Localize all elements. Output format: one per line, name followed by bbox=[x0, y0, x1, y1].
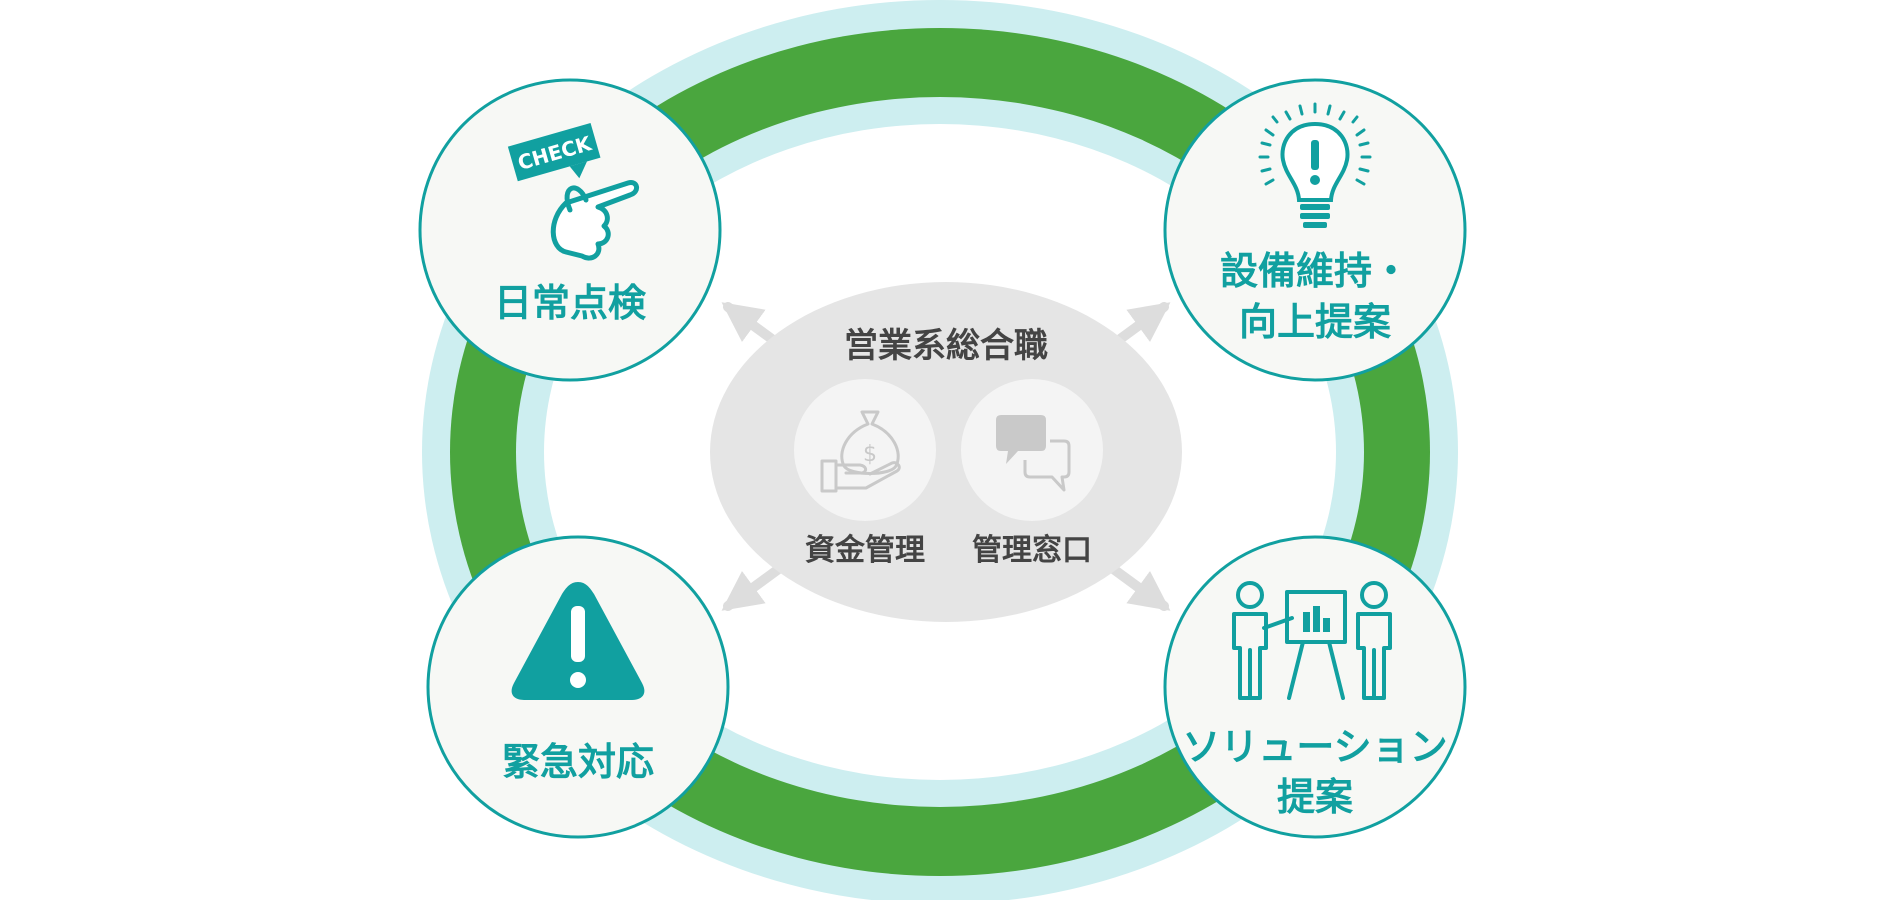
arrow-to-emergency-response bbox=[721, 563, 785, 611]
node-label: 日常点検 bbox=[494, 281, 647, 325]
node-label-line-2: 向上提案 bbox=[1239, 300, 1392, 344]
center-item-management-contact: 管理窓口 bbox=[961, 379, 1103, 568]
center-item-label: 資金管理 bbox=[805, 533, 925, 568]
node-facility-maintenance: 設備維持・ 向上提案 bbox=[1163, 78, 1467, 382]
chat-bubbles-icon bbox=[996, 415, 1071, 492]
center-item-fund-management: $ 資金管理 bbox=[794, 379, 936, 568]
node-solution-proposal: ソリューション 提案 bbox=[1163, 535, 1467, 839]
center-title: 営業系総合職 bbox=[844, 326, 1048, 366]
warning-triangle-icon bbox=[511, 582, 645, 700]
arrow-to-solution-proposal bbox=[1107, 563, 1171, 611]
center-item-label: 管理窓口 bbox=[972, 533, 1092, 568]
node-label-line-1: 設備維持・ bbox=[1220, 249, 1410, 293]
node-label-line-1: ソリューション bbox=[1182, 725, 1447, 769]
presentation-people-icon bbox=[1232, 581, 1392, 700]
check-pointing-hand-icon: CHECK bbox=[507, 122, 639, 261]
light-bulb-icon bbox=[1258, 102, 1372, 228]
money-bag-hand-icon: $ bbox=[820, 410, 901, 493]
svg-text:$: $ bbox=[863, 442, 877, 467]
node-label: 緊急対応 bbox=[502, 740, 654, 784]
node-emergency-response: 緊急対応 bbox=[426, 535, 730, 839]
center-role: 営業系総合職 $ 資金管理 管理窓口 bbox=[710, 282, 1182, 622]
node-daily-inspection: CHECK 日常点検 bbox=[418, 78, 722, 382]
node-label-line-2: 提案 bbox=[1277, 775, 1354, 819]
